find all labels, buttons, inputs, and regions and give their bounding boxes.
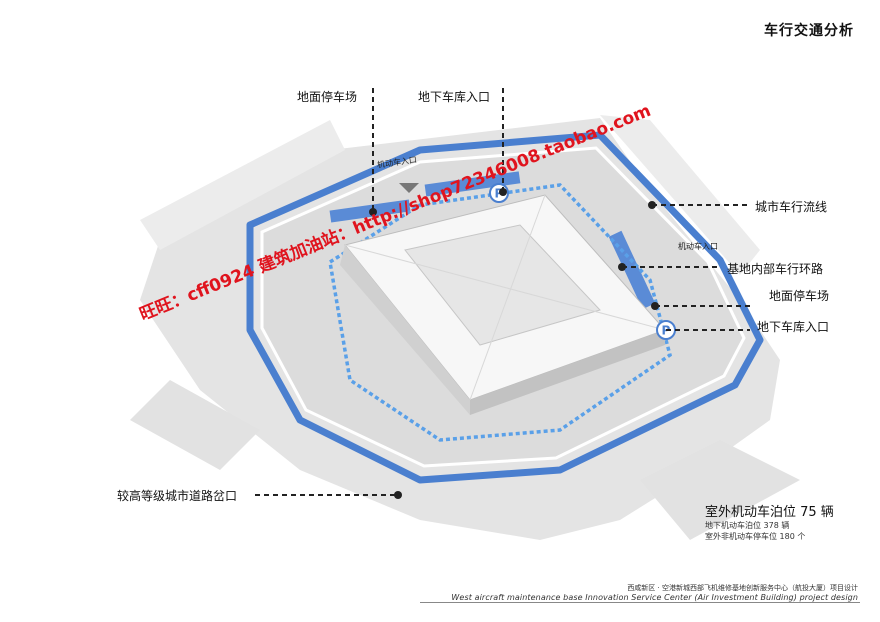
roof-diagonal-2 [469,194,546,401]
label-underground-entrance-top: 地下车库入口 [418,90,491,104]
label-underground-entrance-right: 地下车库入口 [757,320,830,334]
footer-cn: 西咸新区 · 空港新城西部飞机维修基地创新服务中心（航投大厦）项目设计 [627,584,858,592]
ground-parking-band-north-2 [424,171,521,197]
label-ground-parking-top: 地面停车场 [297,90,358,104]
footer: 西咸新区 · 空港新城西部飞机维修基地创新服务中心（航投大厦）项目设计 West… [451,583,858,602]
building-facade-west [340,245,470,415]
stat-non-motor-parking: 室外非机动车停车位 180 个 [705,532,806,541]
city-traffic-ring [246,131,764,484]
parking-p-glyph-north: P [495,187,504,201]
leader-dots [369,188,659,499]
road-southwest [130,380,260,470]
road-northeast [600,115,760,275]
road-northwest [140,120,345,250]
page-title: 车行交通分析 [764,23,854,39]
stat-outdoor-parking: 室外机动车泊位 75 辆 [705,505,834,520]
building-courtyard [404,224,601,346]
roof-diagonal-1 [344,244,666,331]
label-ground-parking-right: 地面停车场 [769,289,830,303]
label-motor-entrance-right: 机动车入口 [678,242,718,251]
footer-en: West aircraft maintenance base Innovatio… [451,593,858,602]
stat-underground-parking: 地下机动车泊位 378 辆 [705,521,790,530]
label-road-junction: 较高等级城市道路岔口 [117,489,238,503]
building-facade-south [470,330,665,415]
road-southeast [640,440,800,540]
leader-lines [255,88,750,496]
label-internal-loop: 基地内部车行环路 [727,262,824,276]
footer-divider [420,602,860,603]
parking-stats: 室外机动车泊位 75 辆 地下机动车泊位 378 辆 室外非机动车停车位 180… [705,501,834,542]
label-city-traffic: 城市车行流线 [755,200,828,214]
internal-loop-path [328,183,673,442]
entrance-arrow-icon [399,183,419,193]
